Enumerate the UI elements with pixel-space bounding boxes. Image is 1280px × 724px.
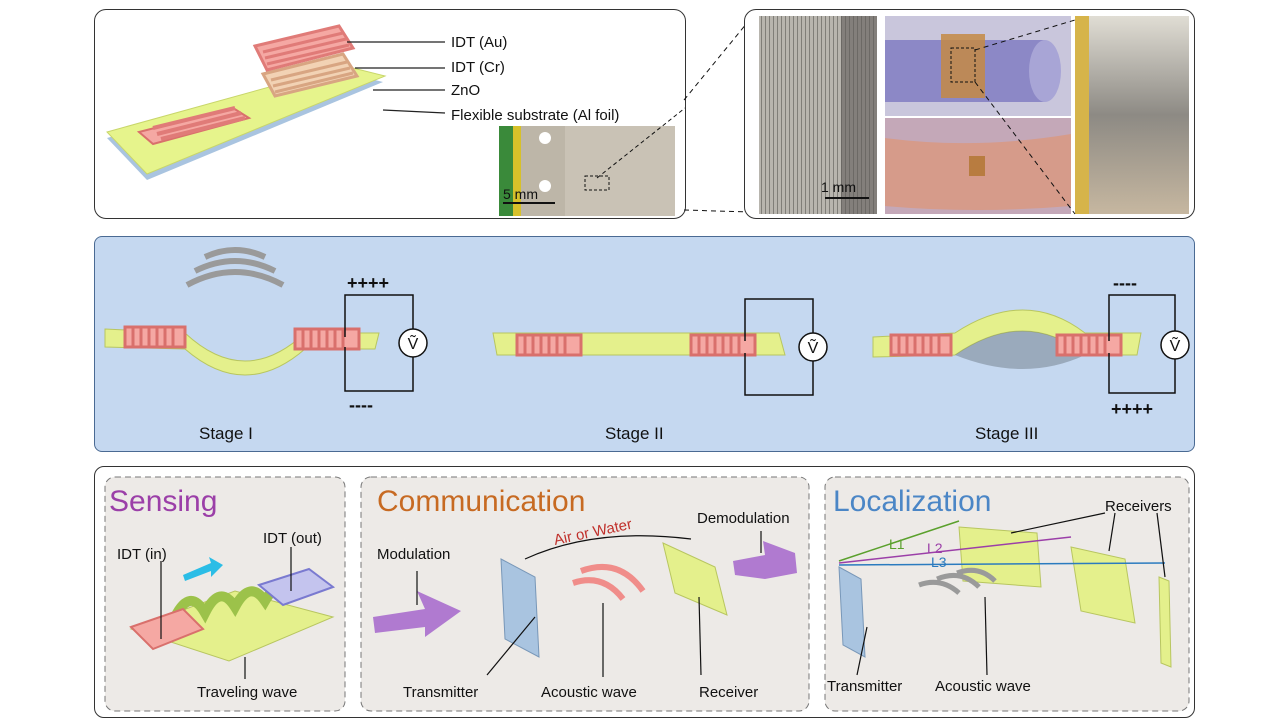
label-receivers: Receivers xyxy=(1105,498,1172,515)
demodulation-arrow-icon xyxy=(733,541,797,579)
label-acoustic-wave: Acoustic wave xyxy=(541,684,637,701)
svg-text:Ṽ: Ṽ xyxy=(408,333,419,353)
scale-bar-1mm: 1 mm xyxy=(821,179,856,195)
device-photo: 5 mm xyxy=(499,126,675,216)
transmitter-plate xyxy=(500,558,540,658)
stage2-idt-right xyxy=(689,333,757,357)
label-l1: L1 xyxy=(889,536,905,552)
label-loc-transmitter: Transmitter xyxy=(827,678,902,695)
stage2-label: Stage II xyxy=(605,424,664,443)
label-modulation: Modulation xyxy=(377,546,450,563)
l1-line xyxy=(838,520,960,562)
stages-figure: Ṽ ++++ ---- Stage I Ṽ Stage II Ṽ ---- ++… xyxy=(104,247,1190,443)
loc-wave-icon xyxy=(918,567,997,595)
idt-au xyxy=(252,24,356,72)
photo-panel: 1 mm xyxy=(744,9,1195,219)
structure-panel: IDT (Au) IDT (Cr) ZnO Flexible substrate… xyxy=(94,9,686,219)
structure-figure: IDT (Au) IDT (Cr) ZnO Flexible substrate… xyxy=(106,24,686,216)
communication-title: Communication xyxy=(377,485,585,518)
sensing-title: Sensing xyxy=(109,485,217,518)
stage3-idt-right xyxy=(1055,333,1123,357)
acoustic-wave-icon xyxy=(572,564,646,601)
label-idt-in: IDT (in) xyxy=(117,546,167,563)
label-idt-au: IDT (Au) xyxy=(451,34,507,51)
stages-panel: Ṽ ++++ ---- Stage I Ṽ Stage II Ṽ ---- ++… xyxy=(94,236,1195,452)
stage3-bottom-charge: ++++ xyxy=(1111,399,1153,419)
svg-text:Ṽ: Ṽ xyxy=(1170,335,1181,355)
voltmeter-icon xyxy=(398,328,428,358)
stage1-idt-right xyxy=(293,327,361,351)
modulation-arrow-icon xyxy=(373,591,461,637)
wave-icon xyxy=(185,247,285,288)
label-l3: L3 xyxy=(931,554,947,570)
label-idt-out: IDT (out) xyxy=(263,530,322,547)
l2-line xyxy=(838,536,1072,564)
svg-text:Ṽ: Ṽ xyxy=(808,337,819,357)
label-receiver: Receiver xyxy=(699,684,758,701)
voltmeter-icon xyxy=(1160,330,1190,360)
label-l2: L2 xyxy=(927,540,943,556)
loc-transmitter xyxy=(838,566,866,658)
label-loc-acoustic-wave: Acoustic wave xyxy=(935,678,1031,695)
localization-title: Localization xyxy=(833,485,991,518)
stage1-idt-left xyxy=(123,325,187,349)
label-traveling-wave: Traveling wave xyxy=(197,684,297,701)
sensing-figure xyxy=(129,557,336,662)
stage1-label: Stage I xyxy=(199,424,253,443)
l3-line xyxy=(838,562,1166,566)
arrow-icon xyxy=(183,557,223,581)
label-substrate: Flexible substrate (Al foil) xyxy=(451,107,619,124)
stage3-label: Stage III xyxy=(975,424,1038,443)
scale-bar-5mm: 5 mm xyxy=(503,186,538,202)
stage3-top-charge: ---- xyxy=(1113,273,1137,293)
idt-bottom xyxy=(136,106,252,146)
stage1-bottom-charge: ---- xyxy=(349,395,373,415)
applications-figure: Sensing IDT (in) IDT (out) Traveling wav… xyxy=(104,476,1190,712)
label-idt-cr: IDT (Cr) xyxy=(451,59,505,76)
label-transmitter: Transmitter xyxy=(403,684,478,701)
stage1-top-charge: ++++ xyxy=(347,273,389,293)
closeup-photo xyxy=(1075,16,1189,214)
stage2-idt-left xyxy=(515,333,583,357)
label-zno: ZnO xyxy=(451,82,480,99)
stage3-idt-left xyxy=(889,333,953,357)
voltmeter-icon xyxy=(798,332,828,362)
applications-panel: Sensing IDT (in) IDT (out) Traveling wav… xyxy=(94,466,1195,718)
label-demodulation: Demodulation xyxy=(697,510,790,527)
photo-figure: 1 mm xyxy=(759,16,1189,215)
idt-cr xyxy=(260,52,360,98)
